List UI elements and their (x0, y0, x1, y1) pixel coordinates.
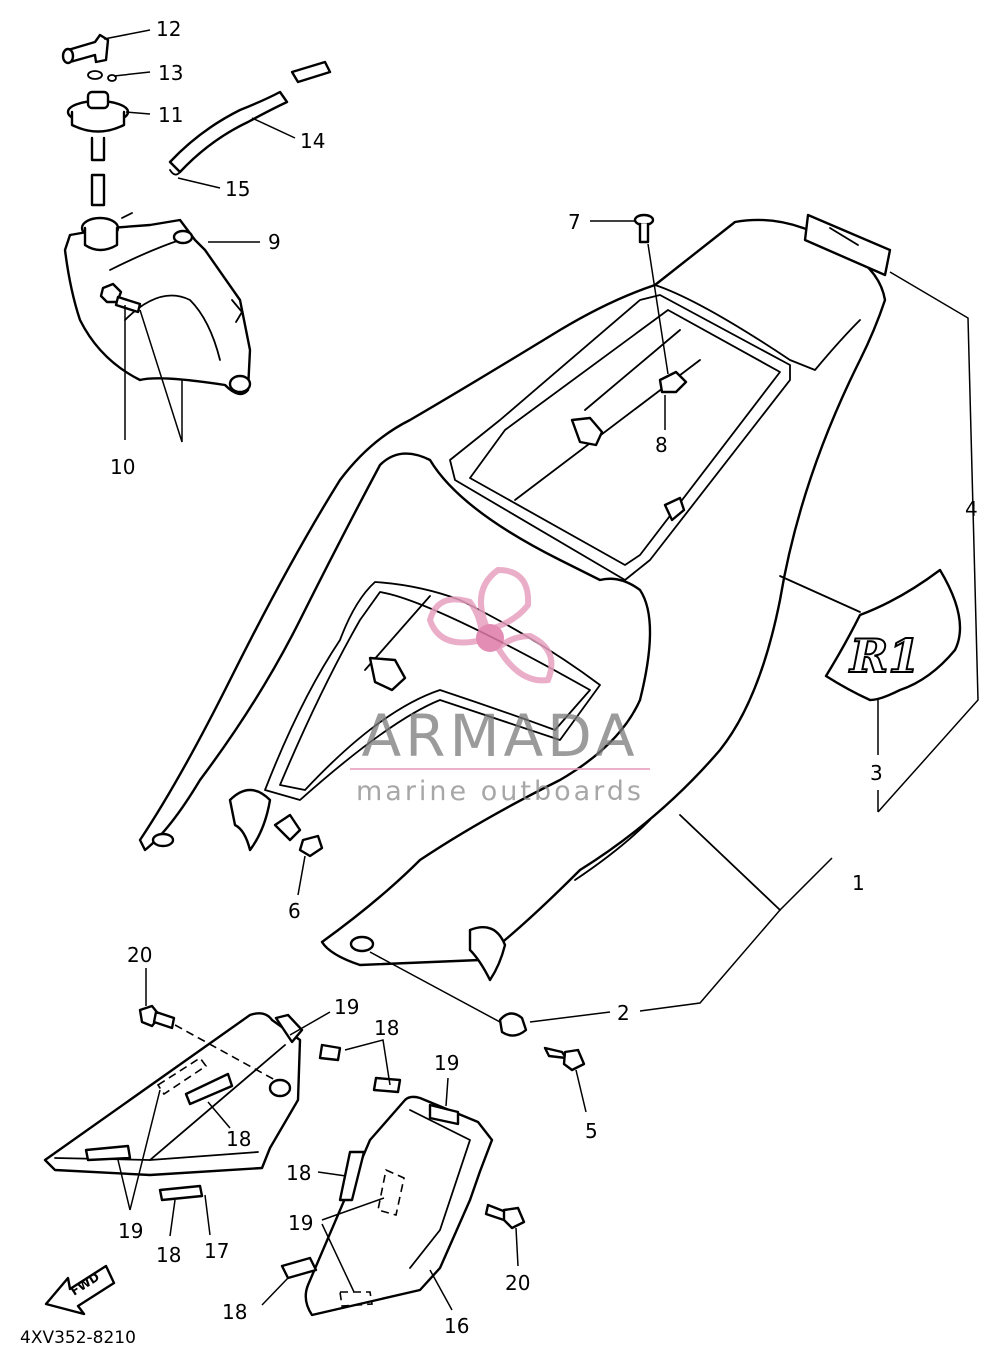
callout-18: 18 (286, 1161, 311, 1185)
callout-20: 20 (505, 1271, 530, 1295)
callout-19: 19 (118, 1219, 143, 1243)
callout-17: 17 (204, 1239, 229, 1263)
callout-3: 3 (870, 761, 883, 785)
breather-hose (168, 60, 332, 176)
callout-16: 16 (444, 1314, 469, 1338)
callout-19: 19 (288, 1211, 313, 1235)
reservoir-tank (63, 212, 252, 396)
callout-9: 9 (268, 230, 281, 254)
callout-18: 18 (374, 1016, 399, 1040)
callout-18: 18 (156, 1243, 181, 1267)
callout-15: 15 (225, 177, 250, 201)
decal-text: R1 (848, 629, 920, 683)
seat-cowl (138, 218, 887, 982)
callout-18: 18 (226, 1127, 251, 1151)
emblem-strip (803, 213, 892, 277)
callout-8: 8 (655, 433, 668, 457)
watermark-tagline: marine outboards (356, 776, 644, 807)
forward-arrow-icon: FWD (44, 1264, 116, 1316)
callout-10: 10 (110, 455, 135, 479)
callout-1: 1 (852, 871, 865, 895)
r1-decal: R1 (824, 568, 962, 702)
right-side-cover (280, 1043, 494, 1317)
callout-12: 12 (156, 17, 181, 41)
leader-lines (103, 29, 979, 1311)
callout-6: 6 (288, 899, 301, 923)
callout-4: 4 (965, 497, 978, 521)
callout-19: 19 (334, 995, 359, 1019)
watermark-brand: ARMADA (361, 702, 638, 770)
callout-7: 7 (568, 210, 581, 234)
callout-5: 5 (585, 1119, 598, 1143)
callout-labels: 1 2 3 4 5 6 7 8 9 10 11 12 13 14 15 16 1… (110, 17, 978, 1338)
callout-2: 2 (617, 1001, 630, 1025)
callout-20: 20 (127, 943, 152, 967)
hardware (99, 213, 688, 1230)
left-side-cover (43, 1012, 304, 1202)
callout-19: 19 (434, 1051, 459, 1075)
propeller-logo-icon (426, 566, 555, 684)
watermark: ARMADA marine outboards (350, 566, 650, 807)
callout-11: 11 (158, 103, 183, 127)
callout-18: 18 (222, 1300, 247, 1324)
drawing-code: 4XV352-8210 (20, 1328, 136, 1348)
callout-14: 14 (300, 129, 325, 153)
callout-13: 13 (158, 61, 183, 85)
cap-assembly (61, 33, 130, 207)
